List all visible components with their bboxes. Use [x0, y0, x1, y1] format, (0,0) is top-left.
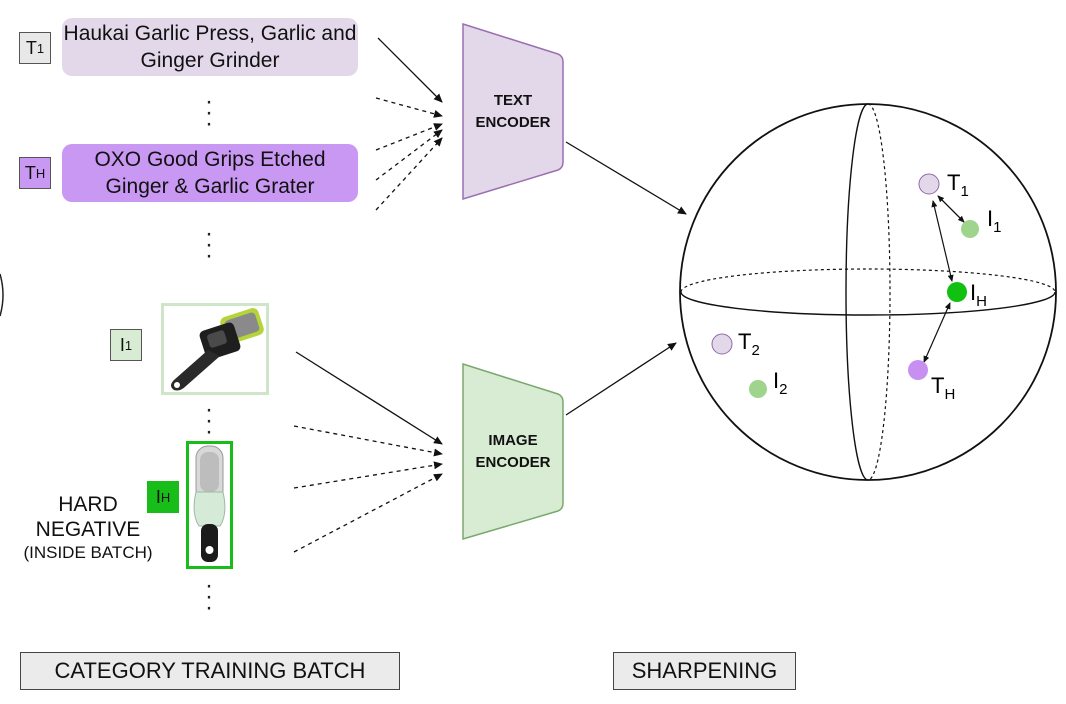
- arrow-dashed: [293, 425, 443, 457]
- image-item-hard-frame: [186, 441, 233, 569]
- point-th: [908, 360, 928, 380]
- category-training-batch-caption: CATEGORY TRAINING BATCH: [20, 652, 400, 690]
- text-encoder-shape: [462, 22, 564, 201]
- tag-ih-letter: I: [155, 486, 161, 507]
- vertical-ellipsis: ···: [205, 220, 213, 269]
- embedding-sphere: [679, 103, 1057, 481]
- arrow-dashed: [293, 473, 443, 553]
- label-t1: T1: [947, 170, 969, 200]
- label-t2: T2: [738, 329, 760, 359]
- label-i1: I1: [987, 206, 1001, 236]
- arrow-i1-to-image-encoder: [295, 351, 443, 445]
- point-i1: [961, 220, 979, 238]
- arrow-text-encoder-to-sphere: [565, 141, 687, 215]
- label-th: TH: [931, 373, 955, 403]
- hard-negative-line2: NEGATIVE: [35, 518, 141, 541]
- arrow-image-encoder-to-sphere: [565, 342, 677, 416]
- point-t1: [918, 173, 940, 195]
- tag-th-letter: T: [24, 162, 36, 183]
- image-encoder-shape: [462, 362, 564, 541]
- vertical-ellipsis: ···: [205, 396, 213, 445]
- vertical-ellipsis: ···: [205, 88, 213, 137]
- image-encoder-line1: IMAGE: [488, 432, 538, 449]
- sharpening-caption: SHARPENING: [613, 652, 796, 690]
- image-item-1-frame: [161, 303, 269, 395]
- point-t2: [711, 333, 733, 355]
- sharpening-text: SHARPENING: [631, 658, 778, 683]
- point-ih: [947, 282, 967, 302]
- text-encoder-line1: TEXT: [493, 92, 533, 109]
- text-encoder-line2: ENCODER: [475, 114, 551, 131]
- text-item-1: Haukai Garlic Press, Garlic and Ginger G…: [62, 18, 358, 76]
- arrow-t1-to-i1: [941, 199, 965, 223]
- arrow-t1-to-text-encoder: [377, 37, 443, 103]
- arrow-t1-ih-push: [931, 200, 954, 282]
- image-encoder-label: IMAGE ENCODER: [463, 430, 563, 474]
- tag-th-sub: H: [35, 165, 46, 181]
- tag-i1-sub: 1: [124, 337, 133, 353]
- garlic-grinder-photo: [171, 308, 264, 391]
- arrow-dashed: [375, 97, 443, 118]
- arrow-ih-th-push: [923, 302, 951, 363]
- text-encoder-label: TEXT ENCODER: [463, 90, 563, 134]
- image-encoder-line2: ENCODER: [475, 454, 551, 471]
- hard-negative-line1: HARD: [58, 493, 118, 516]
- point-i2: [749, 380, 767, 398]
- ginger-grater-photo: [193, 445, 226, 562]
- arrow-dashed: [375, 137, 443, 211]
- arrow-dashed: [293, 461, 443, 489]
- tag-i1-letter: I: [119, 334, 125, 355]
- text-item-hard: OXO Good Grips Etched Ginger & Garlic Gr…: [62, 144, 358, 202]
- tag-t1-sub: 1: [36, 40, 45, 56]
- label-ih: IH: [970, 280, 987, 310]
- arrow-dashed: [375, 129, 443, 181]
- category-training-batch-text: CATEGORY TRAINING BATCH: [54, 658, 366, 683]
- hard-negative-label: HARD NEGATIVE (INSIDE BATCH): [5, 492, 171, 564]
- vertical-ellipsis: ···: [205, 572, 213, 621]
- tag-ih-sub: H: [160, 489, 171, 505]
- label-i2: I2: [773, 368, 787, 398]
- text-item-hard-label: OXO Good Grips Etched Ginger & Garlic Gr…: [94, 148, 326, 198]
- hard-negative-line3: (INSIDE BATCH): [23, 543, 153, 562]
- tag-t1-letter: T: [25, 37, 37, 58]
- edge-arc: [0, 273, 4, 317]
- arrow-dashed: [375, 123, 443, 151]
- text-item-1-label: Haukai Garlic Press, Garlic and Ginger G…: [63, 22, 357, 72]
